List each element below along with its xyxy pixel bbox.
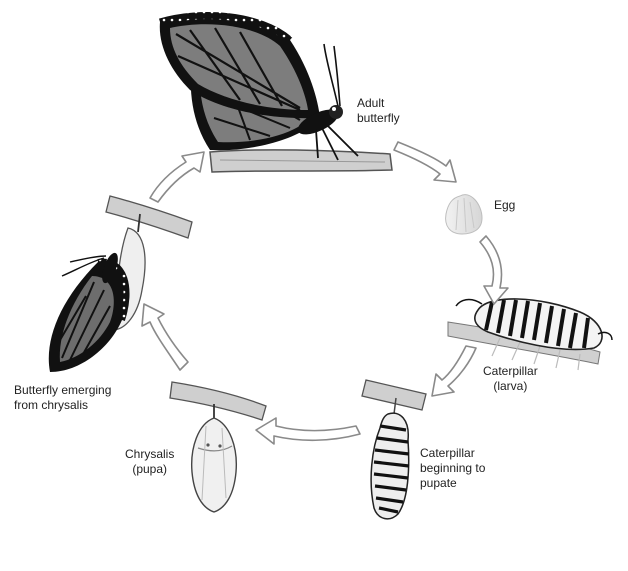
label-adult-butterfly: Adult butterfly [357,96,400,126]
label-egg-line1: Egg [494,198,516,212]
label-chrysalis-line1: Chrysalis [125,447,175,461]
arrow-chrysalis-to-emerging [141,303,189,371]
pupating-caterpillar-icon [361,379,427,520]
arrow-emerging-to-adult [149,151,205,203]
label-adult-line2: butterfly [357,111,400,125]
label-butterfly-emerging: Butterfly emerging from chrysalis [14,383,111,413]
label-emerging-line2: from chrysalis [14,398,89,412]
arrow-pupate-to-chrysalis [255,417,361,445]
label-chrysalis-line2: (pupa) [132,462,168,476]
cycle-arrows [141,141,509,445]
label-caterpillar-line2: (larva) [493,379,528,393]
label-egg: Egg [494,198,515,213]
label-caterpillar-line1: Caterpillar [483,364,538,378]
arrow-adult-to-egg [393,141,457,183]
adult-butterfly-icon [158,12,393,173]
label-emerging-line1: Butterfly emerging [14,383,112,397]
chrysalis-icon [169,381,267,513]
label-caterpillar-larva: Caterpillar (larva) [483,364,538,394]
label-pupate-line3: pupate [420,476,457,490]
label-pupate-line2: beginning to [420,461,486,475]
label-adult-line1: Adult [357,96,385,110]
emerging-butterfly-icon [48,195,193,372]
egg-icon [445,194,483,235]
caterpillar-icon [447,298,613,371]
label-chrysalis-pupa: Chrysalis (pupa) [125,447,174,477]
label-pupate-line1: Caterpillar [420,446,475,460]
arrow-egg-to-caterpillar [479,235,509,305]
arrow-caterpillar-to-pupate [431,345,477,397]
label-caterpillar-pupate: Caterpillar beginning to pupate [420,446,485,491]
